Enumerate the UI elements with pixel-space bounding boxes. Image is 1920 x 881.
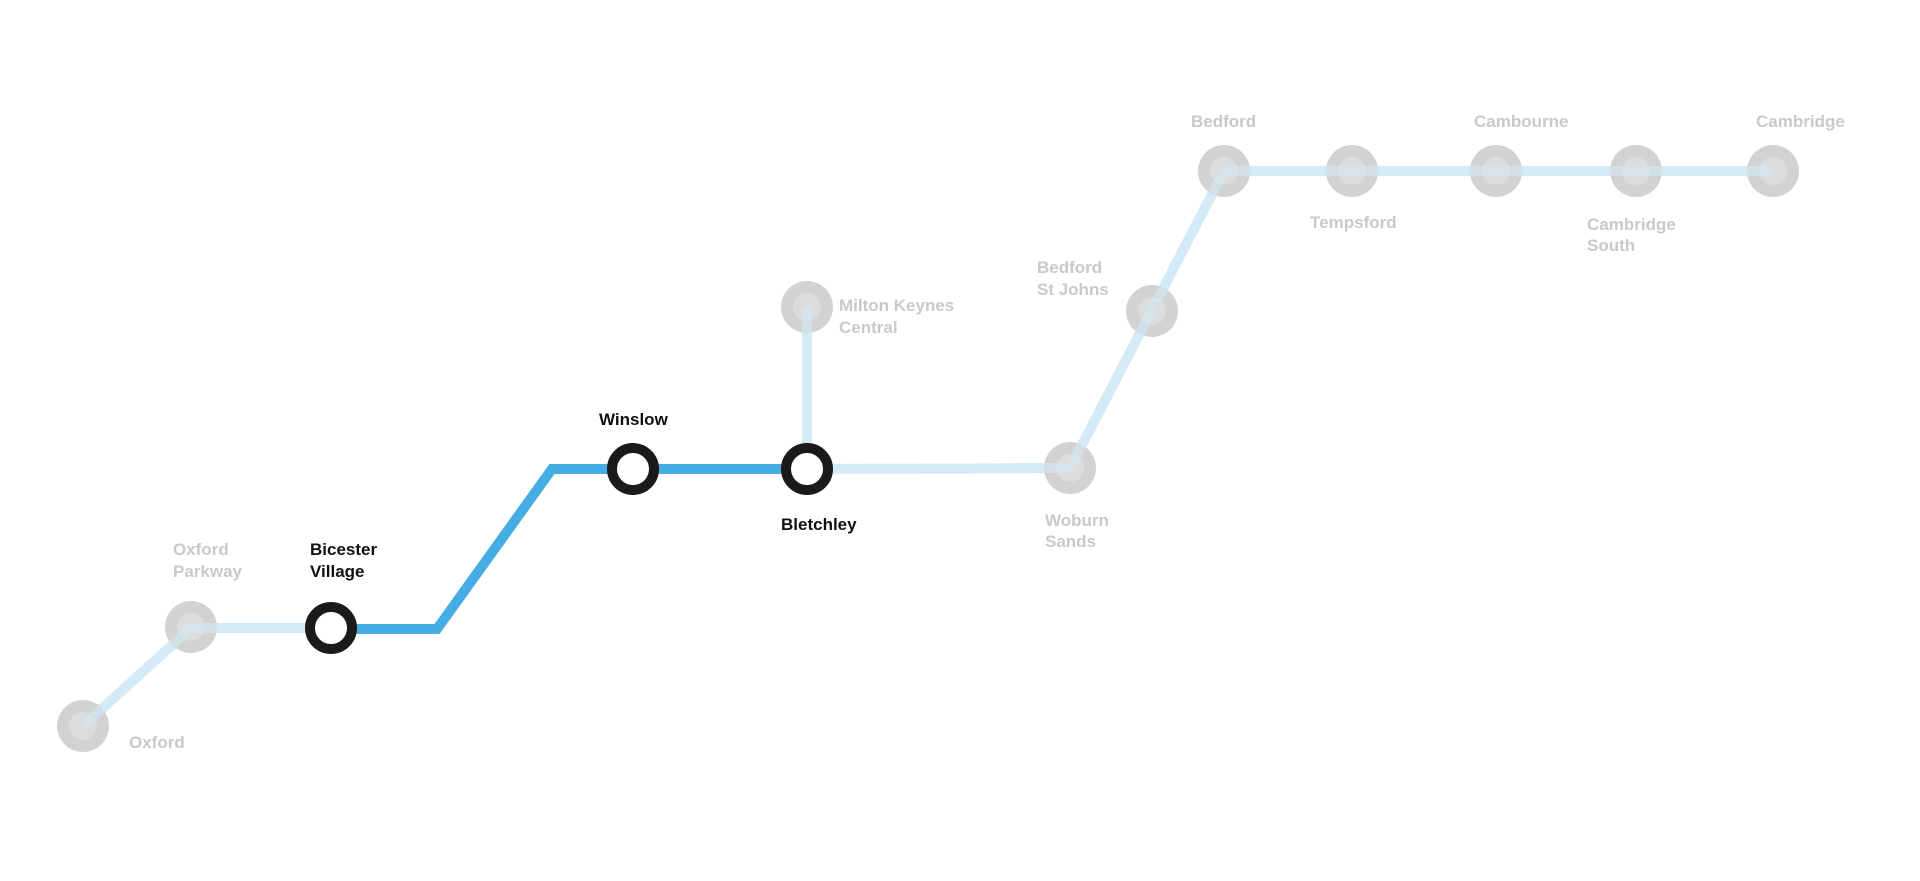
station-winslow[interactable] (607, 443, 659, 495)
label-line: Oxford (173, 540, 229, 559)
label-line: South (1587, 236, 1635, 255)
label-line: St Johns (1037, 280, 1109, 299)
label-oxford: Oxford (129, 733, 185, 752)
track-active-bicester-bletchley (331, 464, 807, 634)
track-overlay-east (1040, 166, 1773, 473)
label-line: Central (839, 318, 898, 337)
label-line: Village (310, 562, 365, 581)
track-overlay-west (79, 623, 300, 730)
label-line: Milton Keynes (839, 296, 954, 315)
label-winslow: Winslow (599, 410, 669, 429)
label-line: Parkway (173, 562, 243, 581)
label-bletchley: Bletchley (781, 515, 857, 534)
label-bedford-st-johns: Bedford St Johns (1037, 258, 1109, 299)
label-line: Woburn (1045, 511, 1109, 530)
station-bicester-village[interactable] (305, 602, 357, 654)
label-line: Bicester (310, 540, 377, 559)
label-line: Bedford (1037, 258, 1102, 277)
label-tempsford: Tempsford (1310, 213, 1397, 232)
label-cambourne: Cambourne (1474, 112, 1568, 131)
label-line: Cambridge (1587, 215, 1676, 234)
label-cambridge: Cambridge (1756, 112, 1845, 131)
station-bletchley[interactable] (781, 443, 833, 495)
label-line: Sands (1045, 532, 1096, 551)
label-bedford: Bedford (1191, 112, 1256, 131)
